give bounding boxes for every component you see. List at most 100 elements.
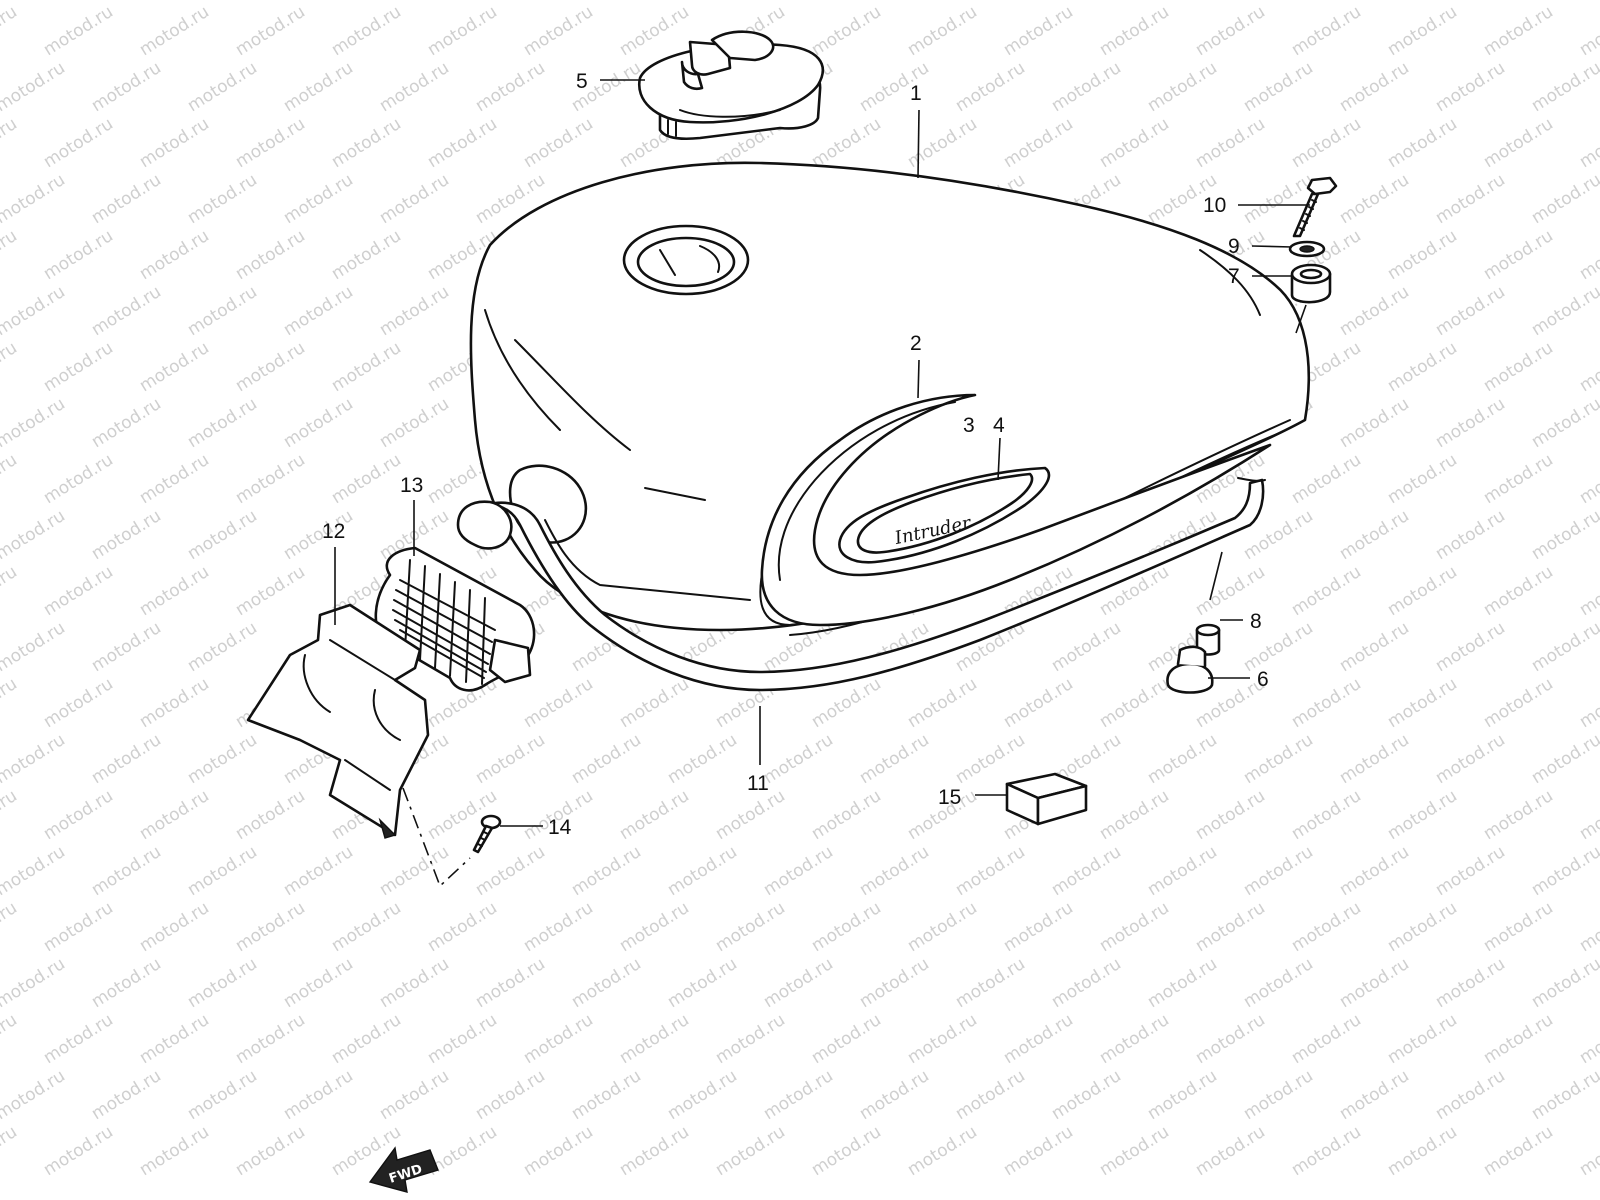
watermark-text: motod.ru <box>136 1122 213 1180</box>
watermark-text: motod.ru <box>1528 954 1600 1012</box>
watermark-text: motod.ru <box>136 450 213 508</box>
watermark-text: motod.ru <box>1048 0 1125 4</box>
watermark-text: motod.ru <box>808 1122 885 1180</box>
tank-trim-strip[interactable] <box>456 477 1266 692</box>
watermark-text: motod.ru <box>1336 954 1413 1012</box>
watermark-text: motod.ru <box>232 2 309 60</box>
watermark-text: motod.ru <box>328 1010 405 1068</box>
watermark-text: motod.ru <box>1528 58 1600 116</box>
watermark-text: motod.ru <box>1384 1010 1461 1068</box>
watermark-text: motod.ru <box>1288 114 1365 172</box>
watermark-text: motod.ru <box>1048 954 1125 1012</box>
rubber-grommet[interactable] <box>1166 645 1214 694</box>
watermark-text: motod.ru <box>1288 898 1365 956</box>
watermark-text: motod.ru <box>808 2 885 60</box>
callout-9: 9 <box>1228 235 1240 258</box>
watermark-text: motod.ru <box>616 786 693 844</box>
watermark-text: motod.ru <box>712 1010 789 1068</box>
callout-10: 10 <box>1203 194 1226 217</box>
watermark-text: motod.ru <box>0 730 69 788</box>
callout-labels: 1 2 3 4 5 6 7 8 9 10 11 12 13 14 15 <box>322 70 1269 839</box>
mounting-bolt[interactable] <box>1292 176 1338 238</box>
rubber-cushion[interactable] <box>1290 263 1332 334</box>
watermark-text: motod.ru <box>1000 1122 1077 1180</box>
fuel-cap[interactable] <box>637 30 824 141</box>
watermark-text: motod.ru <box>40 1010 117 1068</box>
watermark-text: motod.ru <box>0 1010 21 1068</box>
watermark-text: motod.ru <box>1528 730 1600 788</box>
watermark-text: motod.ru <box>40 450 117 508</box>
watermark-text: motod.ru <box>616 1122 693 1180</box>
watermark-text: motod.ru <box>232 226 309 284</box>
watermark-text: motod.ru <box>760 0 837 4</box>
watermark-text: motod.ru <box>1096 674 1173 732</box>
watermark-text: motod.ru <box>0 562 21 620</box>
watermark-text: motod.ru <box>664 1066 741 1124</box>
watermark-text: motod.ru <box>1096 114 1173 172</box>
watermark-text: motod.ru <box>1432 842 1509 900</box>
watermark-text: motod.ru <box>1288 1122 1365 1180</box>
watermark-text: motod.ru <box>1528 282 1600 340</box>
watermark-text: motod.ru <box>1528 506 1600 564</box>
watermark-text: motod.ru <box>472 1066 549 1124</box>
watermark-text: motod.ru <box>1528 618 1600 676</box>
watermark-text: motod.ru <box>568 954 645 1012</box>
watermark-text: motod.ru <box>808 898 885 956</box>
watermark-text: motod.ru <box>376 842 453 900</box>
watermark-text: motod.ru <box>472 954 549 1012</box>
screw[interactable] <box>472 814 502 854</box>
watermark-text: motod.ru <box>1336 170 1413 228</box>
watermark-text: motod.ru <box>424 1122 501 1180</box>
watermark-text: motod.ru <box>40 226 117 284</box>
watermark-text: motod.ru <box>280 282 357 340</box>
watermark-text: motod.ru <box>520 674 597 732</box>
watermark-text: motod.ru <box>280 0 357 4</box>
watermark-text: motod.ru <box>328 2 405 60</box>
watermark-text: motod.ru <box>1240 954 1317 1012</box>
watermark-text: motod.ru <box>0 450 21 508</box>
watermark-text: motod.ru <box>280 170 357 228</box>
watermark-text: motod.ru <box>232 114 309 172</box>
watermark-text: motod.ru <box>184 58 261 116</box>
watermark-text: motod.ru <box>0 1066 69 1124</box>
watermark-text: motod.ru <box>0 954 69 1012</box>
watermark-text: motod.ru <box>1576 114 1600 172</box>
watermark-text: motod.ru <box>664 954 741 1012</box>
watermark-text: motod.ru <box>1384 1122 1461 1180</box>
watermark-text: motod.ru <box>328 114 405 172</box>
watermark-text: motod.ru <box>1384 898 1461 956</box>
watermark-text: motod.ru <box>0 898 21 956</box>
callout-3: 3 <box>963 414 975 437</box>
screw-assembly-line <box>402 787 471 888</box>
watermark-text: motod.ru <box>520 2 597 60</box>
watermark-text: motod.ru <box>1144 1066 1221 1124</box>
watermark-text: motod.ru <box>184 730 261 788</box>
watermark-text: motod.ru <box>856 1066 933 1124</box>
watermark-text: motod.ru <box>0 282 69 340</box>
watermark-text: motod.ru <box>184 282 261 340</box>
watermark-text: motod.ru <box>88 58 165 116</box>
watermark-text: motod.ru <box>520 1122 597 1180</box>
watermark-text: motod.ru <box>424 898 501 956</box>
watermark-text: motod.ru <box>1528 0 1600 4</box>
watermark-text: motod.ru <box>1336 730 1413 788</box>
tank-decal-swoosh[interactable] <box>760 393 1272 627</box>
watermark-text: motod.ru <box>1000 1010 1077 1068</box>
foam-pad[interactable] <box>1005 772 1088 826</box>
washer[interactable] <box>1288 240 1326 258</box>
watermark-text: motod.ru <box>184 618 261 676</box>
watermark-text: motod.ru <box>1480 898 1557 956</box>
watermark-text: motod.ru <box>1288 562 1365 620</box>
fuel-tank[interactable] <box>469 161 1311 636</box>
watermark-text: motod.ru <box>232 338 309 396</box>
watermark-text: motod.ru <box>1480 2 1557 60</box>
watermark-text: motod.ru <box>376 170 453 228</box>
watermark-text: motod.ru <box>1000 2 1077 60</box>
mounting-bracket[interactable] <box>246 603 430 839</box>
watermark-text: motod.ru <box>1384 114 1461 172</box>
watermark-text: motod.ru <box>1240 0 1317 4</box>
watermark-text: motod.ru <box>952 842 1029 900</box>
watermark-text: motod.ru <box>40 2 117 60</box>
watermark-text: motod.ru <box>40 786 117 844</box>
watermark-text: motod.ru <box>1192 114 1269 172</box>
